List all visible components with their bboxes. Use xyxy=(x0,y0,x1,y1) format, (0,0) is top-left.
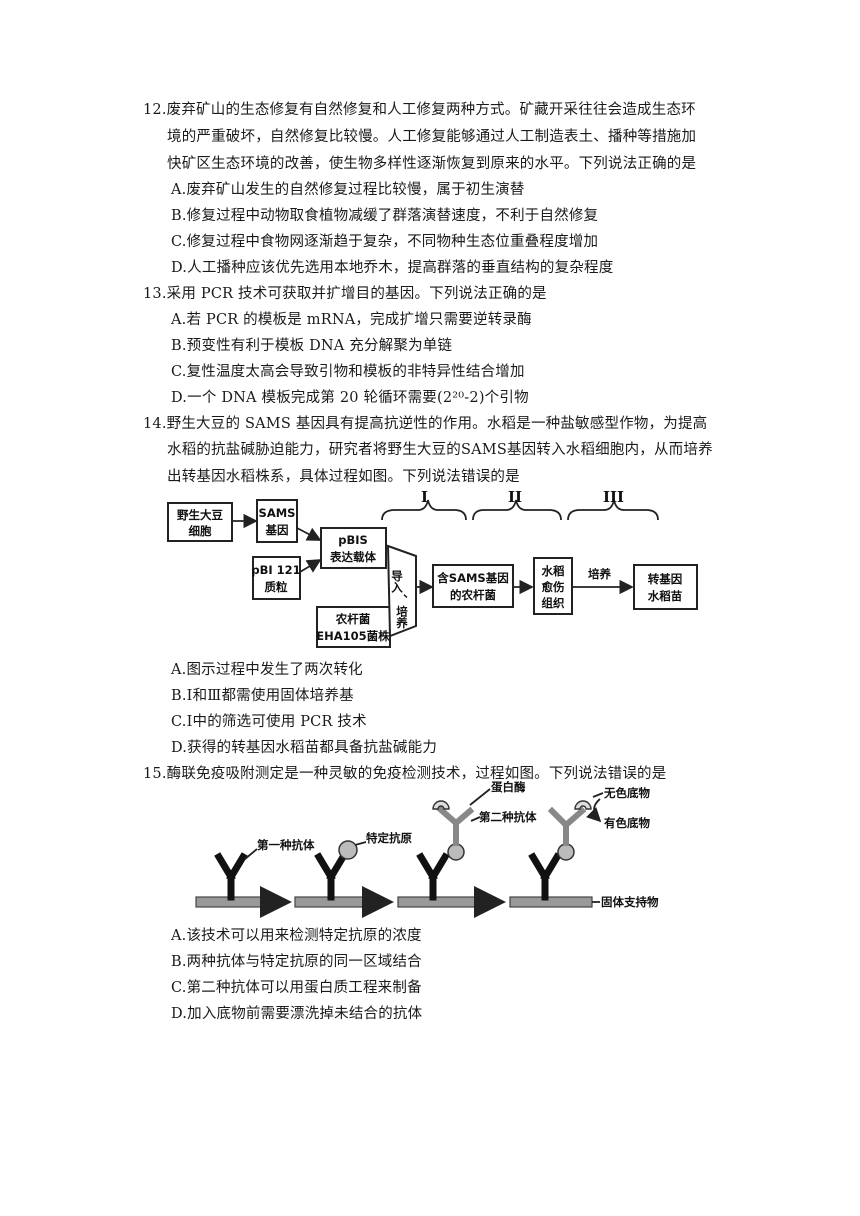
stage-2-brace xyxy=(472,499,562,521)
q14-stem-line-3: 出转基因水稻株系，具体过程如图。下列说法错误的是 xyxy=(167,469,520,485)
enzyme-leader xyxy=(469,788,491,806)
box-wild-soybean-cells: 野生大豆 细胞 xyxy=(167,502,233,542)
q14-option-b: B.Ⅰ和Ⅲ都需使用固体培养基 xyxy=(171,688,354,704)
specific-antigen-shape xyxy=(338,840,358,860)
q12-option-b: B.修复过程中动物取食植物减缓了群落演替速度，不利于自然修复 xyxy=(171,208,599,224)
first-antibody-label: 第一种抗体 xyxy=(257,838,315,852)
culture-label: 培养 xyxy=(588,567,611,581)
first-antibody-leader xyxy=(244,848,258,860)
transgenic-rice-flow-diagram: I II III 野生大豆 细胞 SAMS 基因 pBI 121 质粒 pB xyxy=(167,488,698,648)
box-agro-strain-line-1: 农杆菌 xyxy=(335,612,371,626)
box-sams-gene-line-1: SAMS xyxy=(259,506,296,520)
box-agro-strain-line-2: EHA105菌株 xyxy=(316,629,390,643)
stage-1-brace xyxy=(381,499,467,521)
box-agro-sams-line-2: 的农杆菌 xyxy=(450,588,496,602)
box-pbi121-line-2: 质粒 xyxy=(265,580,288,594)
box-agro-with-sams: 含SAMS基因 的农杆菌 xyxy=(432,564,514,608)
colorless-substrate-label: 无色底物 xyxy=(603,786,650,800)
antigen-leader xyxy=(354,841,367,846)
enzyme-label: 蛋白酶 xyxy=(491,780,526,794)
q13-option-b: B.预变性有利于模板 DNA 充分解聚为单链 xyxy=(171,338,453,354)
box-callus-line-3: 组织 xyxy=(542,596,565,610)
box-agrobacterium-strain: 农杆菌 EHA105菌株 xyxy=(316,606,391,648)
colored-product-label: 有色底物 xyxy=(604,816,650,830)
box-callus-line-2: 愈伤 xyxy=(541,580,565,594)
substrate-conversion-arrow xyxy=(586,798,602,823)
elisa-panel-4: 无色底物 有色底物 固体支持物 xyxy=(509,786,659,909)
box-rice-callus: 水稻 愈伤 组织 xyxy=(533,557,573,615)
second-antibody-shape xyxy=(435,804,475,846)
box-agro-sams-line-1: 含SAMS基因 xyxy=(436,571,508,585)
q12-option-c: C.修复过程中食物网逐渐趋于复杂，不同物种生态位重叠程度增加 xyxy=(171,234,599,250)
q13-stem: 13.采用 PCR 技术可获取并扩增目的基因。下列说法正确的是 xyxy=(143,286,547,302)
q12-stem-line-2: 境的严重破坏，自然修复比较慢。人工修复能够通过人工制造表土、播种等措施加 xyxy=(167,129,697,145)
q15-option-c: C.第二种抗体可以用蛋白质工程来制备 xyxy=(171,980,422,996)
box-pbi121-plasmid: pBI 121 质粒 xyxy=(251,556,301,600)
box-pbis-vector: pBIS 表达载体 xyxy=(320,527,387,569)
q15-option-b: B.两种抗体与特定抗原的同一区域结合 xyxy=(171,954,422,970)
q12-stem-line-1: 12.废弃矿山的生态修复有自然修复和人工修复两种方式。矿藏开采往往会造成生态环 xyxy=(143,102,696,118)
box-sams-gene: SAMS 基因 xyxy=(256,499,298,543)
q12-option-a: A.废弃矿山发生的自然修复过程比较慢，属于初生演替 xyxy=(171,182,525,198)
q14-option-c: C.Ⅰ中的筛选可使用 PCR 技术 xyxy=(171,714,367,730)
solid-support-label: 固体支持物 xyxy=(601,895,659,909)
box-transgenic-rice: 转基因 水稻苗 xyxy=(633,564,698,610)
stage-3-label: III xyxy=(603,488,624,506)
stage-2-label: II xyxy=(508,488,522,506)
second-antibody-leader xyxy=(470,816,481,822)
q13-option-d: D.一个 DNA 模板完成第 20 轮循环需要(2²⁰-2)个引物 xyxy=(171,390,529,406)
transform-funnel xyxy=(386,544,417,638)
second-antibody-label: 第二种抗体 xyxy=(479,810,537,824)
q12-stem-line-3: 快矿区生态环境的改善，使生物多样性逐渐恢复到原来的水平。下列说法正确的是 xyxy=(167,156,697,172)
transform-label-2: 、培养 xyxy=(395,593,409,629)
q14-option-a: A.图示过程中发生了两次转化 xyxy=(171,662,363,678)
q12-option-d: D.人工播种应该优先选用本地乔木，提高群落的垂直结构的复杂程度 xyxy=(171,260,614,276)
box-sams-gene-line-2: 基因 xyxy=(265,523,289,537)
q14-stem-line-1: 14.野生大豆的 SAMS 基因具有提高抗逆性的作用。水稻是一种盐敏感型作物，为… xyxy=(143,416,708,432)
q14-stem-line-2: 水稻的抗盐碱胁迫能力，研究者将野生大豆的SAMS基因转入水稻细胞内，从而培养 xyxy=(167,442,713,458)
q13-option-c: C.复性温度太高会导致引物和模板的非特异性结合增加 xyxy=(171,364,525,380)
elisa-panel-1: 第一种抗体 xyxy=(195,838,315,908)
stage-3-brace xyxy=(567,499,659,521)
substrate-leader xyxy=(592,792,604,798)
transform-label-1: 导入 xyxy=(390,570,404,594)
enzyme-shape xyxy=(432,800,450,810)
elisa-panel-2: 特定抗原 xyxy=(294,831,412,908)
elisa-process-diagram: 第一种抗体 特定抗原 蛋白酶 第二种抗体 xyxy=(195,780,659,918)
stage-1-label: I xyxy=(421,488,428,506)
box-wild-soybean-line-2: 细胞 xyxy=(189,524,212,538)
box-pbis-line-1: pBIS xyxy=(338,533,368,547)
box-transgenic-line-2: 水稻苗 xyxy=(648,589,683,603)
q14-option-d: D.获得的转基因水稻苗都具备抗盐碱能力 xyxy=(171,740,438,756)
q15-option-d: D.加入底物前需要漂洗掉未结合的抗体 xyxy=(171,1006,423,1022)
first-antibody-shape xyxy=(214,852,248,901)
box-transgenic-line-1: 转基因 xyxy=(648,572,683,586)
box-callus-line-1: 水稻 xyxy=(542,564,565,578)
arrow-plasmid-to-vector xyxy=(299,559,322,573)
arrow-gene-to-vector xyxy=(296,527,322,541)
q13-option-a: A.若 PCR 的模板是 mRNA，完成扩增只需要逆转录酶 xyxy=(171,312,532,328)
q15-stem: 15.酶联免疫吸附测定是一种灵敏的免疫检测技术，过程如图。下列说法错误的是 xyxy=(143,766,667,782)
box-pbis-line-2: 表达载体 xyxy=(329,550,376,564)
specific-antigen-label: 特定抗原 xyxy=(366,831,412,845)
box-wild-soybean-line-1: 野生大豆 xyxy=(177,508,223,522)
elisa-panel-3: 蛋白酶 第二种抗体 xyxy=(397,780,537,908)
box-pbi121-line-1: pBI 121 xyxy=(251,563,300,577)
q15-option-a: A.该技术可以用来检测特定抗原的浓度 xyxy=(171,928,422,944)
